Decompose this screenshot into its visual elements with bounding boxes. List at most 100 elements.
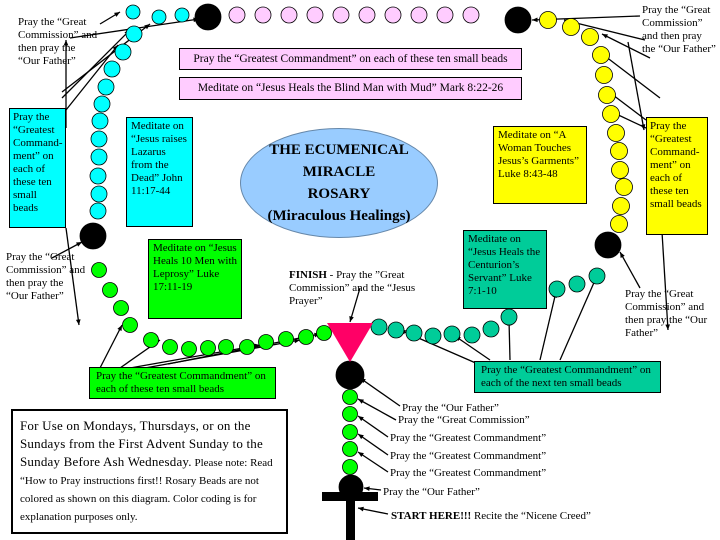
teal-beads-note: Pray the “Greatest Commandment” on each …: [474, 361, 661, 393]
pink-bead: [358, 6, 376, 24]
arrow-gc-mid-right: [619, 251, 641, 289]
arrow-stem-gc-2-head: [358, 434, 364, 440]
pink-bead: [306, 6, 324, 24]
cyan-bead: [151, 9, 167, 25]
green-bead: [113, 300, 129, 316]
green-bead: [200, 340, 216, 356]
usage-note-small: Please note: Read “How to Pray instructi…: [20, 457, 273, 523]
arrow-green-beads-4-head: [294, 338, 300, 344]
yellow-bead: [611, 161, 629, 179]
teal-bead: [443, 325, 461, 343]
stem-bead: [342, 441, 358, 457]
arrow-teal-beads-4: [539, 291, 557, 361]
yellow-meditation-text: Meditate on “A Woman Touches Jesus’s Gar…: [498, 129, 579, 180]
left-down-arrow: [65, 227, 80, 326]
large-bead-top-left: [194, 3, 222, 31]
stem-label-great-commission: Pray the “Great Commission”: [398, 414, 530, 427]
pink-bead: [280, 6, 298, 24]
finish-triangle: [327, 323, 373, 362]
cyan-meditation-text: Meditate on “Jesus raises Lazarus from t…: [131, 120, 187, 197]
pink-meditation-text: Meditate on “Jesus Heals the Blind Man w…: [197, 82, 504, 94]
stem-bead: [342, 389, 358, 405]
stem-bead: [342, 424, 358, 440]
pink-bead: [436, 6, 454, 24]
pink-beads-note: Pray the “Greatest Commandment” on each …: [179, 48, 522, 70]
title-line-3: ROSARY: [307, 186, 371, 202]
yellow-bead: [612, 197, 630, 215]
arrow-gc-top-right-1-head: [532, 17, 538, 23]
green-bead: [316, 325, 332, 341]
label-gc-mid-left-text: Pray the “Great Commission” and then pra…: [6, 251, 86, 302]
teal-bead: [424, 327, 442, 345]
cyan-bead: [93, 95, 111, 113]
arrow-stem-gc-head: [358, 399, 364, 404]
green-beads-note: Pray the “Greatest Commandment” on each …: [89, 367, 276, 399]
right-down-arrow-head: [665, 324, 670, 330]
stem-label-our-father-1: Pray the “Our Father”: [402, 402, 499, 415]
green-meditation-box: Meditate on “Jesus Heals 10 Men with Lep…: [148, 239, 242, 319]
arrow-stem-gc-2: [357, 433, 389, 456]
cyan-beads-note-text: Pray the “Greatest Command-ment” on each…: [13, 111, 63, 214]
pink-bead: [410, 6, 428, 24]
start-label: START HERE!!! Recite the “Nicene Creed”: [391, 510, 591, 523]
left-down-arrow-head: [75, 319, 81, 325]
label-gc-top-left: Pray the “Great Commission” and then pra…: [18, 16, 98, 68]
cyan-bead: [90, 130, 108, 148]
usage-note: For Use on Mondays, Thursdays, or on the…: [11, 409, 288, 534]
stem-bead: [342, 406, 358, 422]
left-up-arrow-head: [63, 40, 69, 46]
arrow-stem-gc-1-head: [358, 416, 364, 422]
rosary-title: THE ECUMENICAL MIRACLE ROSARY (Miraculou…: [240, 128, 438, 238]
teal-bead: [568, 275, 586, 293]
green-bead: [239, 339, 255, 355]
green-bead: [298, 329, 314, 345]
arrow-stem-gc-3: [357, 451, 389, 473]
pink-bead: [228, 6, 246, 24]
stem-label-gc-3: Pray the “Greatest Commandment”: [390, 467, 546, 480]
arrow-green-beads-3: [129, 344, 261, 369]
stem-label-gc-1-text: Pray the “Greatest Commandment”: [390, 432, 547, 444]
teal-meditation-text: Meditate on “Jesus Heals the Centurion’s…: [468, 233, 541, 297]
label-gc-top-right-text: Pray the “Great Commission” and then pra…: [642, 4, 716, 55]
cross: [322, 478, 378, 540]
arrow-gc-top-right-3-head: [602, 34, 608, 39]
teal-bead: [387, 321, 405, 339]
green-bead: [278, 331, 294, 347]
title-line-2: MIRACLE: [302, 164, 376, 180]
arrow-start-head: [358, 506, 364, 512]
green-bead: [102, 282, 118, 298]
arrow-stem-gc: [357, 398, 397, 421]
right-up-arrow: [627, 41, 645, 131]
stem-label-our-father-1-text: Pray the “Our Father”: [402, 402, 499, 414]
finish-label-text: - Pray the ”Great Commission” and the “J…: [289, 269, 416, 307]
arrow-finish-head: [349, 316, 354, 322]
yellow-meditation-box: Meditate on “A Woman Touches Jesus’s Gar…: [493, 126, 587, 204]
label-gc-mid-right: Pray the “Great Commission” and then pra…: [625, 288, 717, 340]
teal-bead: [482, 320, 500, 338]
large-bead-mid-left: [79, 222, 107, 250]
teal-bead: [588, 267, 606, 285]
stem-large-bead-1: [335, 360, 365, 390]
teal-bead: [370, 318, 388, 336]
green-bead: [122, 317, 138, 333]
yellow-bead: [607, 124, 625, 142]
cyan-meditation-box: Meditate on “Jesus raises Lazarus from t…: [126, 117, 193, 227]
arrow-teal-beads-5: [559, 277, 597, 361]
yellow-bead: [610, 215, 628, 233]
green-bead: [91, 262, 107, 278]
teal-beads-note-text: Pray the “Greatest Commandment” on each …: [481, 364, 651, 389]
cyan-bead: [103, 60, 121, 78]
cyan-bead: [89, 167, 107, 185]
arrow-stem-gc-1: [357, 415, 389, 438]
yellow-bead: [602, 105, 620, 123]
arrow-green-beads-1: [99, 324, 123, 369]
cyan-bead: [125, 4, 141, 20]
teal-bead: [548, 280, 566, 298]
label-gc-top-right: Pray the “Great Commission” and then pra…: [642, 4, 718, 56]
yellow-bead: [615, 178, 633, 196]
start-label-bold: START HERE!!!: [391, 510, 472, 522]
stem-label-gc-3-text: Pray the “Greatest Commandment”: [390, 467, 547, 479]
cyan-bead: [90, 148, 108, 166]
stem-label-gc-1: Pray the “Greatest Commandment”: [390, 432, 546, 445]
stem-label-gc-2-text: Pray the “Greatest Commandment”: [390, 450, 547, 462]
